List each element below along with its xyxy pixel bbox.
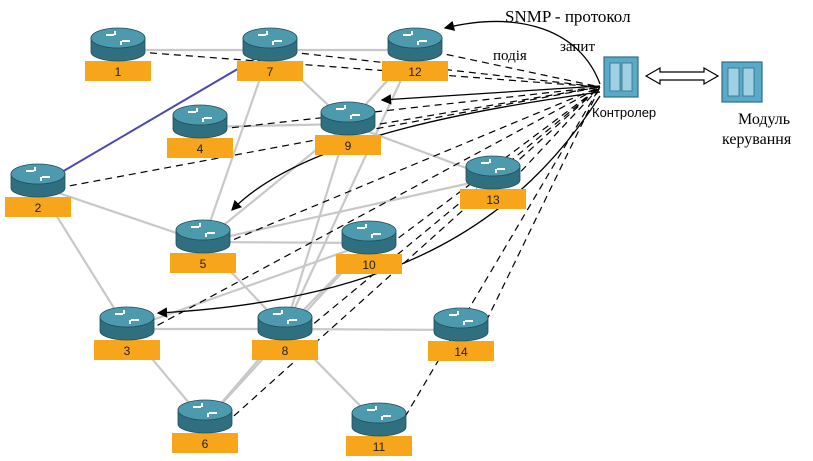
link-2-5 <box>37 184 204 244</box>
router-node-12[interactable]: 12 <box>382 27 448 81</box>
link-7-5 <box>201 49 272 243</box>
router-node-4[interactable]: 4 <box>167 104 233 158</box>
dashed-link-6 <box>224 86 601 425</box>
dashed-link-2 <box>57 86 601 189</box>
router-icon <box>387 27 443 62</box>
link-3-10 <box>126 241 370 331</box>
router-icon <box>320 101 376 136</box>
link-2-7 <box>37 49 271 187</box>
node-label-box <box>167 138 233 158</box>
control-arrow-12 <box>443 20 601 85</box>
node-label-box <box>85 61 151 81</box>
node-label: 5 <box>200 257 207 271</box>
controller[interactable] <box>603 56 639 98</box>
router-node-10[interactable]: 10 <box>336 220 402 274</box>
snmp-label: SNMP - протокол <box>505 7 631 26</box>
router-icon <box>172 104 228 139</box>
node-label-box <box>428 341 494 361</box>
control-arrow-5 <box>231 91 601 211</box>
node-label-box <box>336 254 402 274</box>
router-node-11[interactable]: 11 <box>346 402 412 456</box>
router-node-2[interactable]: 2 <box>5 163 71 217</box>
controller-label: Контролер <box>592 105 656 120</box>
request-label: запит <box>560 39 595 55</box>
router-icon <box>433 307 489 342</box>
router-node-9[interactable]: 9 <box>315 101 381 155</box>
router-node-6[interactable]: 6 <box>172 399 238 453</box>
router-node-3[interactable]: 3 <box>94 306 160 360</box>
node-label: 8 <box>282 344 289 358</box>
node-label: 14 <box>454 345 468 359</box>
dashed-link-7 <box>289 51 601 88</box>
link-5-13 <box>202 176 494 244</box>
node-label: 1 <box>115 65 122 79</box>
dashed-link-1 <box>137 51 601 88</box>
node-label-box <box>5 197 71 217</box>
dashed-link-12 <box>434 51 601 88</box>
router-icon <box>465 155 521 190</box>
link-8-14 <box>284 327 462 332</box>
node-label: 13 <box>486 193 500 207</box>
module-label-line2: керування <box>722 131 792 148</box>
dashed-link-9 <box>367 86 601 127</box>
router-node-13[interactable]: 13 <box>460 155 526 209</box>
router-node-1[interactable]: 1 <box>85 27 151 81</box>
node-label-box <box>315 135 381 155</box>
link-12-8 <box>284 49 416 330</box>
router-icon <box>242 27 298 62</box>
solid-arrows-layer <box>156 20 601 318</box>
node-label: 2 <box>35 201 42 215</box>
control-module[interactable] <box>721 61 763 103</box>
dashed-link-3 <box>146 86 601 332</box>
dashed-link-10 <box>388 86 601 246</box>
node-label-box <box>170 253 236 273</box>
router-icon <box>99 306 155 341</box>
controller-module-link <box>644 66 720 86</box>
router-icon <box>351 402 407 437</box>
dashed-link-11 <box>398 86 601 428</box>
node-label: 11 <box>373 440 386 454</box>
module-label-line1: Модуль <box>738 111 790 128</box>
node-label: 3 <box>124 344 131 358</box>
dashed-link-5 <box>222 86 601 245</box>
node-label-box <box>382 61 448 81</box>
node-label-box <box>172 433 238 453</box>
router-node-7[interactable]: 7 <box>237 27 303 81</box>
node-label: 7 <box>267 65 274 79</box>
node-label: 12 <box>408 65 422 79</box>
control-arrow-3 <box>156 95 601 318</box>
link-5-10 <box>202 240 370 245</box>
node-label: 4 <box>197 142 204 156</box>
router-icon <box>175 219 231 254</box>
dashed-links-layer <box>57 51 601 428</box>
node-label-box <box>252 340 318 360</box>
router-icon <box>177 399 233 434</box>
node-label-box <box>94 340 160 360</box>
node-label: 10 <box>362 258 376 272</box>
dashed-link-8 <box>304 86 601 332</box>
dashed-link-4 <box>219 86 601 130</box>
dashed-link-14 <box>480 86 601 333</box>
link-9-8 <box>283 123 350 330</box>
node-label: 6 <box>202 437 209 451</box>
dashed-link-13 <box>512 86 601 181</box>
router-icon <box>257 306 313 341</box>
node-label-box <box>346 436 412 456</box>
node-label: 9 <box>345 139 352 153</box>
control-arrow-9 <box>380 85 601 105</box>
node-label-box <box>460 189 526 209</box>
controller-icon <box>603 56 639 98</box>
event-label: подія <box>493 48 527 64</box>
router-icon <box>10 163 66 198</box>
router-node-8[interactable]: 8 <box>252 306 318 360</box>
router-icon <box>341 220 397 255</box>
router-node-14[interactable]: 14 <box>428 307 494 361</box>
router-icon <box>90 27 146 62</box>
router-node-5[interactable]: 5 <box>170 219 236 273</box>
node-label-box <box>237 61 303 81</box>
